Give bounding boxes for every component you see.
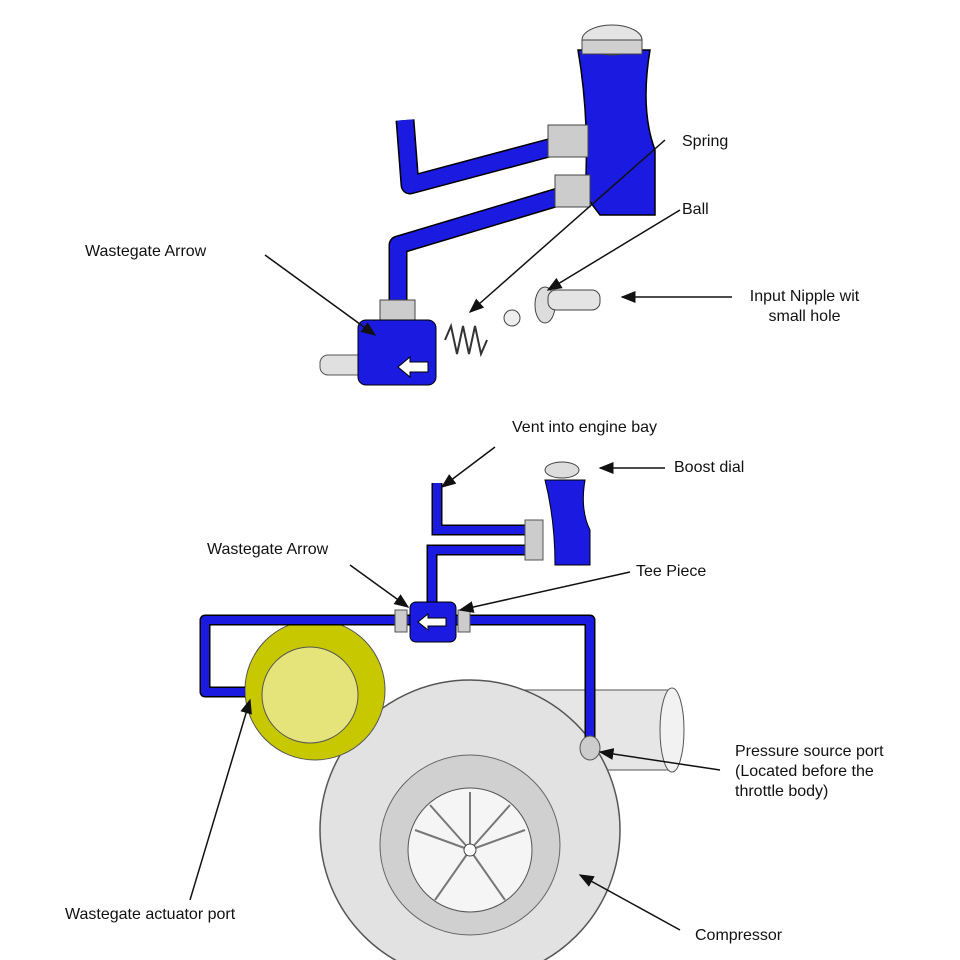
bottom-assembly — [189, 446, 721, 960]
label-pressure-line2: (Located before the — [735, 763, 874, 780]
label-vent: Vent into engine bay — [512, 419, 658, 436]
label-boost-dial: Boost dial — [674, 459, 745, 476]
label-pressure-line3: throttle body) — [735, 783, 829, 800]
top-assembly — [264, 24, 732, 386]
compressor-housing — [319, 679, 621, 960]
label-wastegate-arrow-top: Wastegate Arrow — [85, 243, 207, 260]
label-input-nipple-line2: small hole — [768, 308, 841, 325]
lower-hose — [379, 174, 591, 321]
boost-dial-body — [577, 24, 656, 216]
input-nipple — [534, 286, 601, 324]
label-input-nipple: Input Nipple wit small hole — [732, 287, 877, 327]
label-compressor: Compressor — [695, 927, 783, 944]
wastegate-block — [319, 319, 437, 386]
label-tee-piece: Tee Piece — [636, 563, 707, 580]
tee-block — [409, 601, 457, 643]
label-ball: Ball — [682, 201, 709, 218]
label-wastegate-arrow-bottom: Wastegate Arrow — [207, 541, 329, 558]
turbine-housing — [244, 619, 386, 761]
label-input-nipple-line1: Input Nipple wit — [749, 288, 860, 305]
label-pressure-line1: Pressure source port — [735, 743, 884, 760]
ball — [503, 309, 521, 327]
label-pressure-source: Pressure source port (Located before the… — [735, 742, 884, 802]
boost-dial-small — [544, 461, 591, 566]
label-actuator-port: Wastegate actuator port — [65, 906, 236, 923]
label-spring: Spring — [682, 133, 729, 150]
hose-loop — [199, 483, 601, 761]
spring — [444, 322, 488, 358]
upper-hose — [395, 119, 589, 195]
